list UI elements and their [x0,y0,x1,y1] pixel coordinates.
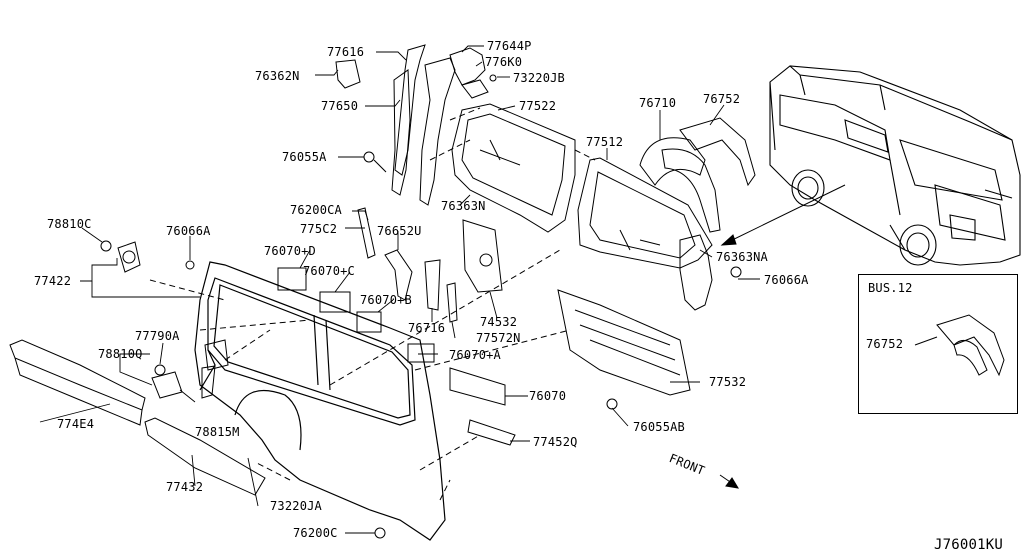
part-label-775C2[interactable]: 775C2 [300,222,338,236]
part-label-78810Q[interactable]: 78810Q [98,347,143,361]
bracket-group [277,207,516,446]
part-label-77452Q[interactable]: 77452Q [533,435,578,449]
part-label-76066A-right[interactable]: 76066A [764,273,809,287]
part-label-77616[interactable]: 77616 [327,45,365,59]
panel-77522 [451,103,576,233]
panel-77512 [577,157,713,269]
inset-box-bus12 [858,274,1018,414]
part-label-776K0[interactable]: 776K0 [485,55,523,69]
part-label-77790A[interactable]: 77790A [135,329,180,343]
part-label-76652U[interactable]: 76652U [377,224,422,238]
upper-pillar-parts [335,44,497,206]
right-inner-pillar [679,234,742,311]
part-label-76070A[interactable]: 76070+A [449,348,501,362]
part-label-76716[interactable]: 76716 [408,321,446,335]
part-label-73220JB[interactable]: 73220JB [513,71,565,85]
part-label-76070D[interactable]: 76070+D [264,244,316,258]
part-label-77522[interactable]: 77522 [519,99,557,113]
front-arrow [719,474,739,489]
van-leader-arrow [720,184,846,246]
part-label-76363N[interactable]: 76363N [441,199,486,213]
dashed-guides [149,107,596,501]
leader-lines [39,45,760,534]
part-label-76070B[interactable]: 76070+B [360,293,412,307]
part-label-774E4[interactable]: 774E4 [57,417,95,431]
part-label-76752[interactable]: 76752 [703,92,741,106]
part-label-77572N[interactable]: 77572N [476,331,521,345]
part-label-78815M[interactable]: 78815M [195,425,240,439]
part-label-76055AB[interactable]: 76055AB [633,420,685,434]
clip-76200C [374,527,386,539]
part-label-74532[interactable]: 74532 [480,315,518,329]
part-label-76055A[interactable]: 76055A [282,150,327,164]
part-label-76066A-left[interactable]: 76066A [166,224,211,238]
diagram-code: J76001KU [934,537,1004,553]
part-label-76363NA[interactable]: 76363NA [716,250,768,264]
panel-74532 [462,219,503,293]
wheel-arch-parts [639,117,756,233]
part-label-77532[interactable]: 77532 [709,375,747,389]
part-label-76752-inset[interactable]: 76752 [866,337,904,351]
part-label-76200C[interactable]: 76200C [293,526,338,540]
part-label-77512[interactable]: 77512 [586,135,624,149]
inset-title: BUS.12 [868,281,913,295]
part-label-76070[interactable]: 76070 [529,389,567,403]
side-outer-panel-77422 [194,261,446,541]
left-small-parts [100,240,229,399]
part-label-76070C[interactable]: 76070+C [303,264,355,278]
part-label-77644P[interactable]: 77644P [487,39,532,53]
part-label-77422[interactable]: 77422 [34,274,72,288]
part-label-73220JA[interactable]: 73220JA [270,499,322,513]
sill-774E4 [9,339,146,426]
part-label-76362N[interactable]: 76362N [255,69,300,83]
part-label-76710[interactable]: 76710 [639,96,677,110]
part-label-77432[interactable]: 77432 [166,480,204,494]
floor-panel-77532 [557,289,691,410]
part-label-78810C[interactable]: 78810C [47,217,92,231]
part-label-76200CA[interactable]: 76200CA [290,203,342,217]
part-label-77650[interactable]: 77650 [321,99,359,113]
van-illustration [769,65,1021,266]
molding-77432 [144,417,266,496]
